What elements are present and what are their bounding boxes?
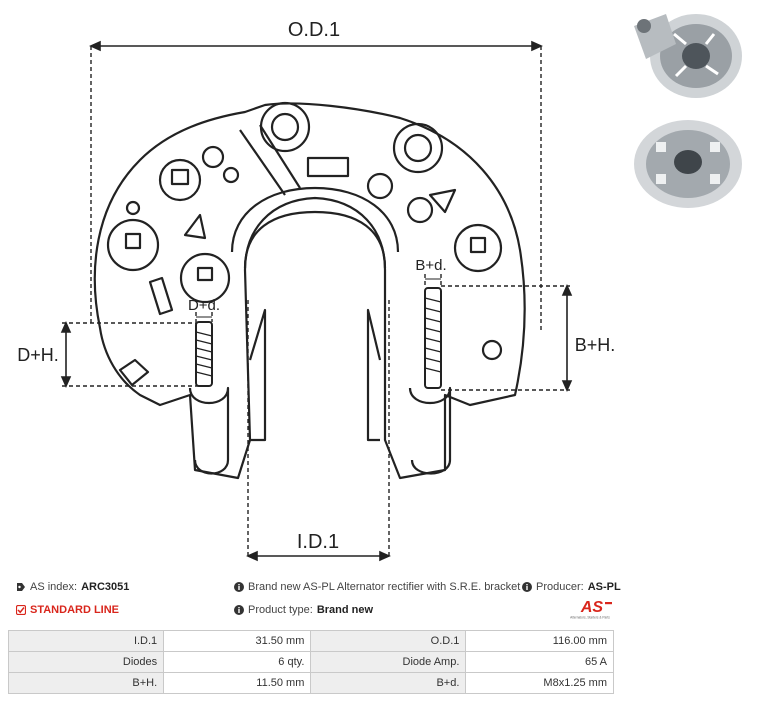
product-photo-2[interactable] — [626, 112, 746, 212]
spec-value: 6 qty. — [163, 651, 312, 673]
spec-value: 116.00 mm — [465, 630, 614, 652]
info-icon — [522, 582, 532, 592]
info-icon — [234, 605, 244, 615]
product-type-value: Brand new — [316, 604, 374, 616]
producer-label: Producer: — [536, 581, 584, 593]
spec-value: M8x1.25 mm — [465, 672, 614, 694]
bh-label: B+H. — [575, 335, 616, 355]
od1-label: O.D.1 — [288, 19, 340, 41]
table-row: B+H. 11.50 mm B+d. M8x1.25 mm — [7, 672, 614, 694]
spec-value: 31.50 mm — [163, 630, 312, 652]
dd-label: D+d. — [188, 297, 220, 314]
checkbox-checked-icon — [16, 605, 26, 615]
specs-table: I.D.1 31.50 mm O.D.1 116.00 mm Diodes 6 … — [7, 630, 614, 694]
logo-text: AS — [580, 599, 604, 616]
as-pl-logo: AS Alternators, Starters & Parts — [570, 599, 612, 620]
producer: Producer: AS-PL — [522, 581, 621, 593]
as-index-label: AS index: — [30, 581, 78, 593]
dh-label: D+H. — [17, 345, 59, 365]
product-type: Product type: Brand new — [234, 604, 373, 616]
standard-line-label: STANDARD LINE — [30, 604, 120, 616]
bd-label: B+d. — [415, 257, 446, 274]
spec-key: O.D.1 — [310, 630, 467, 652]
spec-key: B+H. — [7, 672, 165, 694]
spec-key: Diodes — [7, 651, 165, 673]
standard-line: STANDARD LINE — [16, 604, 119, 616]
logo-tagline: Alternators, Starters & Parts — [570, 616, 610, 620]
tag-icon — [17, 583, 25, 591]
spec-key: I.D.1 — [7, 630, 165, 652]
as-index: AS index: ARC3051 — [16, 581, 129, 593]
spec-key: Diode Amp. — [310, 651, 467, 673]
product-photo-1[interactable] — [626, 4, 746, 104]
spec-value: 65 A — [465, 651, 614, 673]
id1-label: I.D.1 — [297, 531, 339, 553]
info-icon — [234, 582, 244, 592]
spec-key: B+d. — [310, 672, 467, 694]
table-row: I.D.1 31.50 mm O.D.1 116.00 mm — [7, 630, 614, 652]
spec-value: 11.50 mm — [163, 672, 312, 694]
description: Brand new AS-PL Alternator rectifier wit… — [234, 581, 520, 593]
producer-value: AS-PL — [587, 581, 621, 593]
description-text: Brand new AS-PL Alternator rectifier wit… — [248, 581, 521, 593]
rectifier-technical-drawing: O.D.1 I.D.1 D+H. B+H. D+d. B+d. — [17, 19, 616, 562]
product-type-label: Product type: — [248, 604, 313, 616]
table-row: Diodes 6 qty. Diode Amp. 65 A — [7, 651, 614, 673]
as-index-value: ARC3051 — [81, 581, 130, 593]
